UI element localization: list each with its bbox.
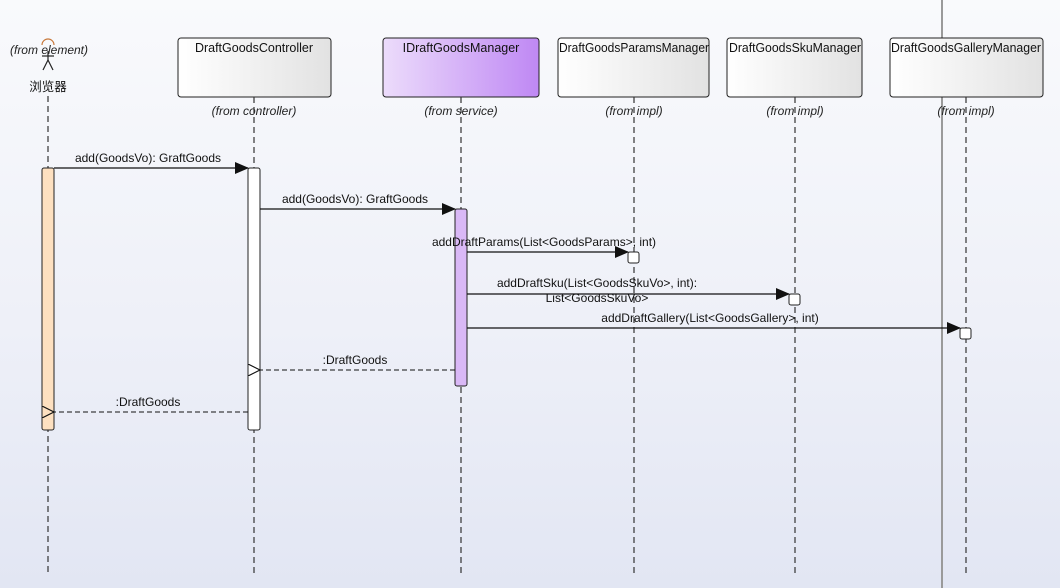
- activation-sku: [788, 293, 801, 306]
- participant-name: DraftGoodsController: [195, 41, 313, 55]
- participant-name: IDraftGoodsManager: [403, 41, 520, 55]
- participant-sku[interactable]: DraftGoodsSkuManager (from impl): [726, 37, 863, 118]
- participant-mgr[interactable]: IDraftGoodsManager (from service): [382, 37, 540, 118]
- actor-package-label: (from element): [10, 43, 88, 57]
- participant-name: DraftGoodsParamsManager: [559, 41, 709, 55]
- message-label: addDraftSku(List<GoodsSkuVo>, int):: [497, 276, 697, 290]
- message-label: :DraftGoods: [323, 353, 388, 367]
- message-7-return[interactable]: :DraftGoods: [54, 395, 248, 412]
- participant-name: DraftGoodsGalleryManager: [891, 41, 1041, 55]
- message-label: addDraftParams(List<GoodsParams>, int): [432, 235, 656, 249]
- message-label: add(GoodsVo): GraftGoods: [75, 151, 221, 165]
- message-4[interactable]: addDraftSku(List<GoodsSkuVo>, int): List…: [467, 276, 790, 305]
- participant-name: DraftGoodsSkuManager: [729, 41, 861, 55]
- message-label: :DraftGoods: [116, 395, 181, 409]
- message-6-return[interactable]: :DraftGoods: [260, 353, 455, 370]
- message-1[interactable]: add(GoodsVo): GraftGoods: [54, 151, 249, 174]
- activation-mgr: [454, 208, 468, 387]
- participant-params[interactable]: DraftGoodsParamsManager (from impl): [557, 37, 710, 118]
- message-label: addDraftGallery(List<GoodsGallery>, int): [601, 311, 818, 325]
- participant-gal[interactable]: DraftGoodsGalleryManager (from impl): [889, 37, 1044, 118]
- message-2[interactable]: add(GoodsVo): GraftGoods: [260, 192, 456, 215]
- activation-gal: [959, 327, 972, 340]
- message-3[interactable]: addDraftParams(List<GoodsParams>, int): [432, 235, 656, 258]
- participant-ctrl[interactable]: DraftGoodsController (from controller): [177, 37, 332, 118]
- actor[interactable]: (from element) 浏览器: [10, 38, 88, 94]
- message-label-line2: List<GoodsSkuVo>: [546, 291, 649, 305]
- activation-ctrl: [247, 167, 261, 431]
- activation-actor: [41, 167, 55, 431]
- actor-name-label: 浏览器: [29, 79, 67, 94]
- activation-params: [627, 251, 640, 264]
- stick-figure-icon: [41, 38, 55, 71]
- message-label: add(GoodsVo): GraftGoods: [282, 192, 428, 206]
- message-5[interactable]: addDraftGallery(List<GoodsGallery>, int): [467, 311, 961, 334]
